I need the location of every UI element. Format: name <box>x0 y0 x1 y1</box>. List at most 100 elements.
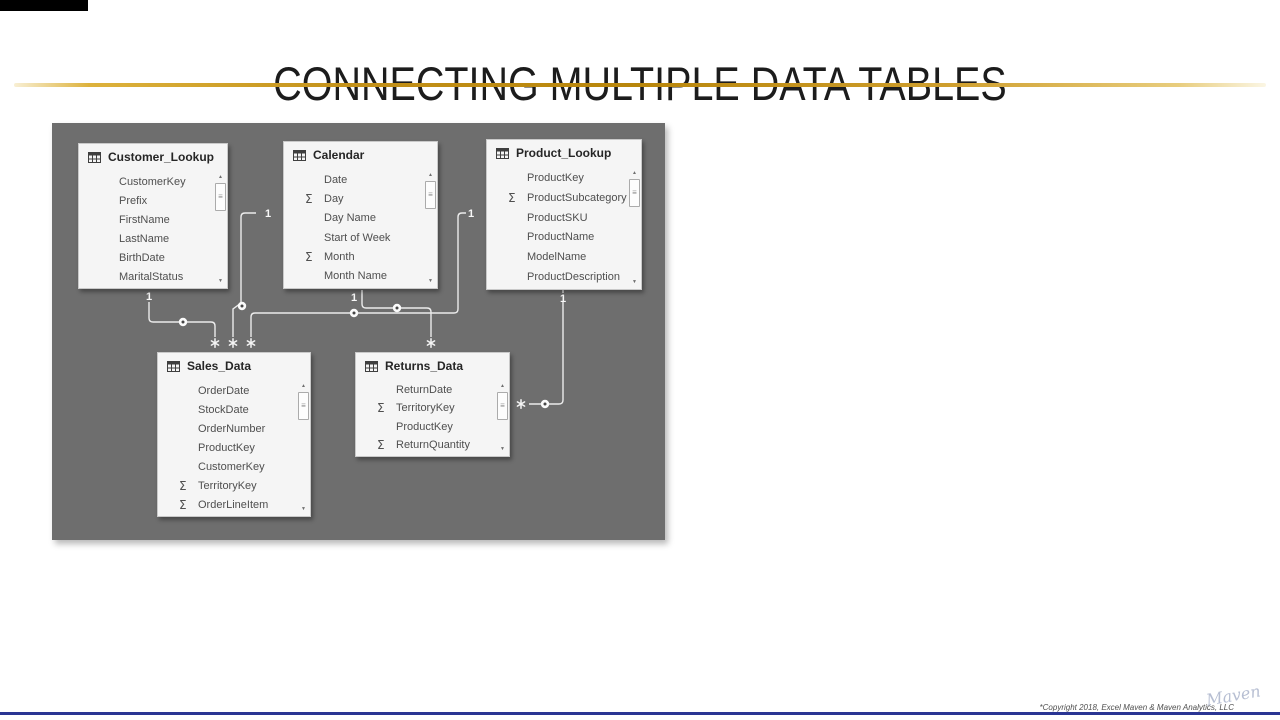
field-label: CustomerKey <box>119 175 186 188</box>
scroll-thumb-grip: ≡ <box>632 188 637 197</box>
field-modelname[interactable]: ModelName <box>487 247 628 267</box>
sigma-icon: Σ <box>377 437 385 452</box>
field-productkey[interactable]: ProductKey <box>158 438 297 457</box>
table-header: Product_Lookup <box>487 140 641 166</box>
field-month-name[interactable]: Month Name <box>284 267 424 286</box>
field-customerkey[interactable]: CustomerKey <box>158 457 297 476</box>
field-label: OrderNumber <box>198 422 266 435</box>
scroll-down-icon[interactable]: ▼ <box>500 446 505 452</box>
field-label: ProductKey <box>396 420 453 433</box>
field-label: Day Name <box>324 212 376 225</box>
field-territorykey[interactable]: Σ TerritoryKey <box>356 399 496 417</box>
field-productsku[interactable]: ProductSKU <box>487 208 628 228</box>
scroll-down-icon[interactable]: ▼ <box>218 278 223 284</box>
sigma-icon: Σ <box>377 401 385 416</box>
field-productkey[interactable]: ProductKey <box>356 418 496 436</box>
field-date[interactable]: Date <box>284 170 424 189</box>
scroll-thumb-grip: ≡ <box>428 190 433 199</box>
field-label: MaritalStatus <box>119 270 184 283</box>
scroll-thumb[interactable]: ≡ <box>215 183 226 211</box>
scroll-up-icon[interactable]: ▲ <box>428 172 433 178</box>
scroll-down-icon[interactable]: ▼ <box>301 506 306 512</box>
table-title: Calendar <box>313 148 365 162</box>
field-label: OrderDate <box>198 384 250 397</box>
field-lastname[interactable]: LastName <box>79 229 214 248</box>
field-productkey[interactable]: ProductKey <box>487 168 628 188</box>
table-header: Sales_Data <box>158 353 310 379</box>
field-label: ModelName <box>527 251 587 264</box>
scroll-up-icon[interactable]: ▲ <box>500 383 505 389</box>
field-firstname[interactable]: FirstName <box>79 210 214 229</box>
title-underline-rule <box>14 83 1266 87</box>
scroll-thumb[interactable]: ≡ <box>425 181 436 209</box>
field-stockdate[interactable]: StockDate <box>158 400 297 419</box>
field-label: Day <box>324 192 344 205</box>
field-label: ProductKey <box>198 441 255 454</box>
scroll-thumb-grip: ≡ <box>218 192 223 201</box>
scroll-up-icon[interactable]: ▲ <box>301 383 306 389</box>
copyright-text: *Copyright 2018, Excel Maven & Maven Ana… <box>1039 703 1234 712</box>
field-returndate[interactable]: ReturnDate <box>356 381 496 399</box>
table-scrollbar[interactable]: ▲ ≡ ▼ <box>497 381 508 454</box>
field-label: Month <box>324 250 355 263</box>
table-icon <box>496 147 509 159</box>
scroll-thumb-grip: ≡ <box>500 401 505 410</box>
scroll-thumb[interactable]: ≡ <box>497 392 508 420</box>
scroll-down-icon[interactable]: ▼ <box>428 278 433 284</box>
field-label: ReturnQuantity <box>396 438 470 451</box>
field-label: TerritoryKey <box>396 402 455 415</box>
table-scrollbar[interactable]: ▲ ≡ ▼ <box>425 170 436 286</box>
player-progress-bar[interactable] <box>0 712 1280 715</box>
field-label: FirstName <box>119 213 170 226</box>
field-productdescription[interactable]: ProductDescription <box>487 267 628 287</box>
table-title: Product_Lookup <box>516 146 612 160</box>
field-customerkey[interactable]: CustomerKey <box>79 172 214 191</box>
field-label: Month Name <box>324 270 387 283</box>
field-ordernumber[interactable]: OrderNumber <box>158 419 297 438</box>
field-prefix[interactable]: Prefix <box>79 191 214 210</box>
field-label: ProductSubcategory <box>527 191 627 204</box>
table-title: Sales_Data <box>187 359 252 373</box>
scroll-up-icon[interactable]: ▲ <box>218 174 223 180</box>
field-day-name[interactable]: Day Name <box>284 209 424 228</box>
table-header: Calendar <box>284 142 437 168</box>
field-orderdate[interactable]: OrderDate <box>158 381 297 400</box>
scroll-thumb[interactable]: ≡ <box>629 179 640 207</box>
table-title: Returns_Data <box>385 359 464 373</box>
table-scrollbar[interactable]: ▲ ≡ ▼ <box>298 381 309 514</box>
field-start-of-week[interactable]: Start of Week <box>284 228 424 247</box>
scroll-thumb[interactable]: ≡ <box>298 392 309 420</box>
table-title: Customer_Lookup <box>108 150 215 164</box>
sigma-icon: Σ <box>179 478 187 493</box>
field-maritalstatus[interactable]: MaritalStatus <box>79 267 214 286</box>
table-scrollbar[interactable]: ▲ ≡ ▼ <box>215 172 226 286</box>
video-player-chip <box>0 0 88 11</box>
table-header: Customer_Lookup <box>79 144 227 170</box>
field-label: Date <box>324 173 348 186</box>
field-label: ProductName <box>527 231 595 244</box>
field-returnquantity[interactable]: Σ ReturnQuantity <box>356 436 496 454</box>
field-label: BirthDate <box>119 251 165 264</box>
scroll-down-icon[interactable]: ▼ <box>632 279 637 285</box>
field-productname[interactable]: ProductName <box>487 227 628 247</box>
field-birthdate[interactable]: BirthDate <box>79 248 214 267</box>
scroll-up-icon[interactable]: ▲ <box>632 170 637 176</box>
field-label: ProductKey <box>527 171 584 184</box>
field-label: StockDate <box>198 403 249 416</box>
field-label: CustomerKey <box>198 460 265 473</box>
table-scrollbar[interactable]: ▲ ≡ ▼ <box>629 168 640 287</box>
field-label: ReturnDate <box>396 384 453 397</box>
